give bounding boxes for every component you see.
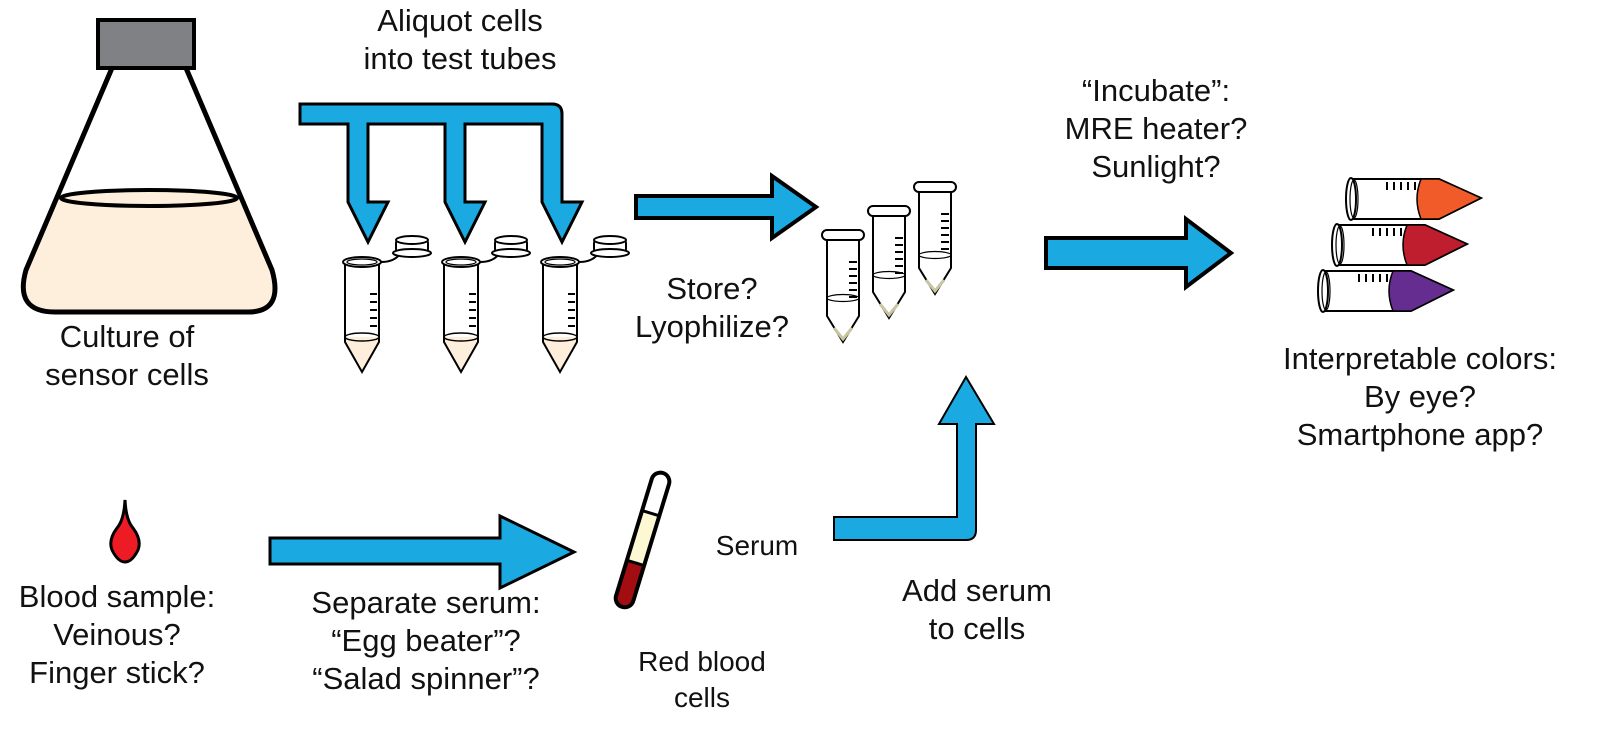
incubate-label-line: “Incubate”: xyxy=(1081,73,1231,108)
separate-arrow xyxy=(268,513,578,591)
flask-icon xyxy=(20,18,278,315)
stored-tube-icon xyxy=(867,205,911,320)
aliquot-label-line: Aliquot cells xyxy=(377,3,543,38)
result-tube-red-icon xyxy=(1331,223,1470,267)
result-tube-purple-icon xyxy=(1317,269,1456,313)
blood-tube-icon xyxy=(613,470,672,610)
incubate-label: “Incubate”: MRE heater? Sunlight? xyxy=(1065,72,1248,186)
incubate-label-line: Sunlight? xyxy=(1091,149,1221,184)
aliquot-arrow xyxy=(298,102,585,246)
flask-culture-fill xyxy=(23,198,275,312)
open-tube-icon xyxy=(540,235,630,375)
rbc-label: Red blood cells xyxy=(638,644,766,716)
incubate-label-line: MRE heater? xyxy=(1064,111,1248,146)
add-serum-label-line: to cells xyxy=(928,611,1026,646)
separate-label-line: “Egg beater”? xyxy=(331,623,521,658)
blood-sample-label-line: Blood sample: xyxy=(18,579,216,614)
interpret-label-line: Interpretable colors: xyxy=(1283,341,1557,376)
store-label-line: Lyophilize? xyxy=(635,309,789,344)
result-tube-orange-icon xyxy=(1345,177,1484,221)
blood-drop-icon xyxy=(109,499,141,564)
interpret-label: Interpretable colors: By eye? Smartphone… xyxy=(1283,340,1557,454)
add-serum-label-line: Add serum xyxy=(902,573,1052,608)
open-tube-icon xyxy=(441,235,531,375)
separate-label-line: “Salad spinner”? xyxy=(312,661,540,696)
add-serum-label: Add serum to cells xyxy=(902,572,1052,648)
rbc-label-line: cells xyxy=(673,682,730,713)
add-serum-arrow xyxy=(833,375,996,541)
stored-tube-icon xyxy=(821,229,865,344)
separate-label-line: Separate serum: xyxy=(311,585,541,620)
serum-label: Serum xyxy=(716,528,798,564)
open-tube-icon xyxy=(342,235,432,375)
incubate-arrow xyxy=(1044,214,1235,292)
aliquot-label-line: into test tubes xyxy=(363,41,557,76)
serum-label-text: Serum xyxy=(715,530,799,561)
blood-sample-label-line: Veinous? xyxy=(53,617,181,652)
flask-cap xyxy=(96,18,196,70)
separate-label: Separate serum: “Egg beater”? “Salad spi… xyxy=(311,584,540,698)
culture-label: Culture of sensor cells xyxy=(45,318,209,394)
store-label: Store? Lyophilize? xyxy=(635,270,789,346)
culture-label-line: sensor cells xyxy=(45,357,209,392)
rbc-label-line: Red blood xyxy=(638,646,766,677)
interpret-label-line: By eye? xyxy=(1363,379,1477,414)
blood-sample-label-line: Finger stick? xyxy=(29,655,205,690)
culture-label-line: Culture of xyxy=(59,319,195,354)
interpret-label-line: Smartphone app? xyxy=(1296,417,1544,452)
store-label-line: Store? xyxy=(666,271,758,306)
blood-sample-label: Blood sample: Veinous? Finger stick? xyxy=(19,578,215,692)
aliquot-label: Aliquot cells into test tubes xyxy=(363,2,556,78)
stored-tube-icon xyxy=(913,181,957,296)
store-arrow xyxy=(634,172,820,242)
